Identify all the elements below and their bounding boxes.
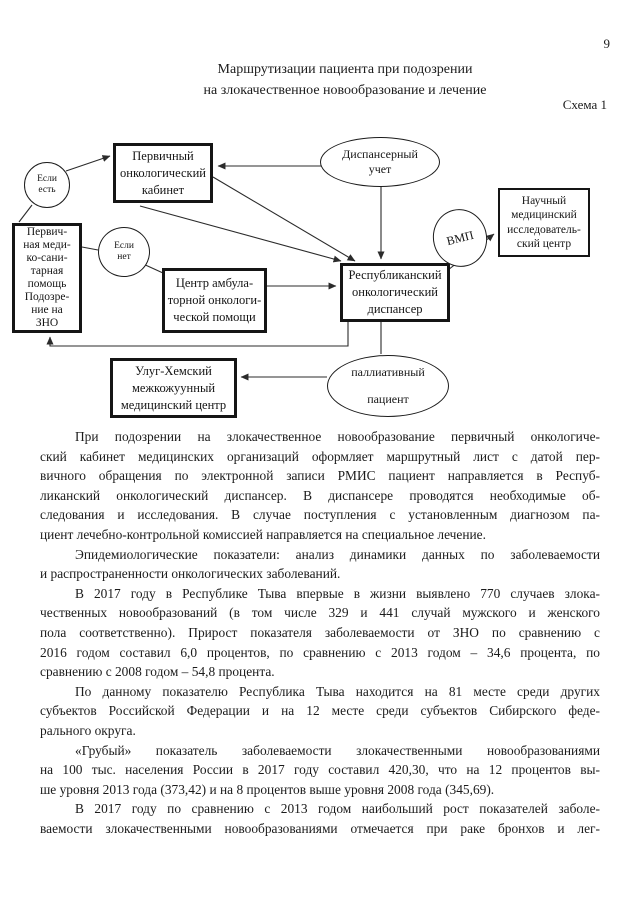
text-line: циент лечебно-контрольной комиссией напр…: [40, 526, 486, 542]
text-line: По данному показателю Республика Тыва на…: [75, 683, 600, 699]
text-line: чественных новообразований (в том числе …: [40, 605, 600, 621]
node-primary-oncology-cabinet: Первичный онкологический кабинет: [113, 143, 213, 203]
node-if-no: Если нет: [98, 227, 150, 277]
text-line: Эпидемиологические показатели: анализ ди…: [75, 546, 600, 562]
node-primary-medical-care-label: Первич- ная меди- ко-сани- тарная помощь…: [23, 226, 71, 329]
doc-title-line-1: Маршрутизации пациента при подозрении: [217, 62, 473, 77]
edge-pmsp-to-if-no: [81, 246, 99, 251]
node-outpatient-oncology-center-label: Центр амбула- торной онкологи- ческой по…: [167, 276, 262, 324]
text-line: вичного обращения по электронной записи …: [40, 468, 600, 484]
text-line: следования и исследования. В случае пост…: [40, 507, 600, 523]
node-dispensary-registration-label: Диспансерный учет: [342, 147, 418, 176]
node-if-yes-label: Если есть: [37, 174, 57, 195]
text-line: ваемости злокачественными новообразовани…: [40, 820, 600, 836]
text-line: пола соответственно). Прирост показателя…: [40, 624, 600, 640]
text-line: 2016 годом составил 6,0 процентов, по ср…: [40, 644, 600, 660]
node-palliative-patient-label: паллиативный пациент: [351, 365, 425, 406]
arrow-cabinet-to-dispensary-2: [139, 205, 342, 263]
text-line: «Грубый» показатель заболеваемости злока…: [75, 742, 600, 758]
text-line: В 2017 году в Республике Тыва впервые в …: [75, 585, 600, 601]
text-line: ше уровня 2013 года (373,42) и на 8 проц…: [40, 781, 495, 797]
node-if-yes: Если есть: [24, 162, 70, 208]
arrow-if-yes-to-cabinet: [65, 155, 111, 172]
page-number: 9: [603, 36, 611, 51]
text-line: сравнению с 2008 годом – 54,8 процента.: [40, 664, 275, 680]
arrow-cabinet-to-dispensary-1: [212, 176, 356, 262]
body-text: При подозрении на злокачественное новооб…: [40, 427, 600, 838]
node-ulug-khem-medical-center: Улуг-Хемский межкожуунный медицинский це…: [110, 358, 237, 418]
schema-label: Схема 1: [562, 97, 607, 112]
doc-title: Маршрутизации пациента при подозрении на…: [50, 59, 640, 101]
arrow-dispensary-return-to-pmsp: [46, 322, 349, 347]
text-line: и распространенности онкологических забо…: [40, 566, 341, 582]
node-dispensary-registration: Диспансерный учет: [320, 137, 440, 187]
node-if-no-label: Если нет: [114, 241, 134, 262]
text-line: В 2017 году по сравнению с 2013 годом на…: [75, 801, 600, 817]
node-republican-oncology-dispensary-label: Республиканский онкологический диспансер: [348, 268, 442, 316]
text-line: рального округа.: [40, 722, 136, 738]
node-primary-medical-care: Первич- ная меди- ко-сани- тарная помощь…: [12, 223, 82, 333]
text-line: ский кабинет медицинских организаций офо…: [40, 448, 600, 464]
text-line: ликанский онкологический диспансер. В ди…: [40, 487, 600, 503]
text-line: субъектов Российской Федерации и на 12 м…: [40, 703, 600, 719]
node-republican-oncology-dispensary: Республиканский онкологический диспансер: [340, 263, 450, 322]
text-line: При подозрении на злокачественное новооб…: [75, 429, 600, 444]
edge-pmsp-to-if-yes: [18, 204, 33, 223]
node-primary-oncology-cabinet-label: Первичный онкологический кабинет: [120, 148, 206, 197]
text-line: на 100 тыс. населения России в 2017 году…: [40, 762, 600, 778]
node-vmp-label: ВМП: [444, 227, 475, 248]
node-palliative-patient: паллиативный пациент: [327, 355, 449, 417]
doc-title-line-2: на злокачественное новообразование и леч…: [203, 83, 487, 98]
node-research-medical-center-label: Научный медицинский исследователь- ский …: [507, 194, 581, 251]
node-outpatient-oncology-center: Центр амбула- торной онкологи- ческой по…: [162, 268, 267, 333]
node-research-medical-center: Научный медицинский исследователь- ский …: [498, 188, 590, 257]
node-ulug-khem-medical-center-label: Улуг-Хемский межкожуунный медицинский це…: [120, 363, 227, 412]
